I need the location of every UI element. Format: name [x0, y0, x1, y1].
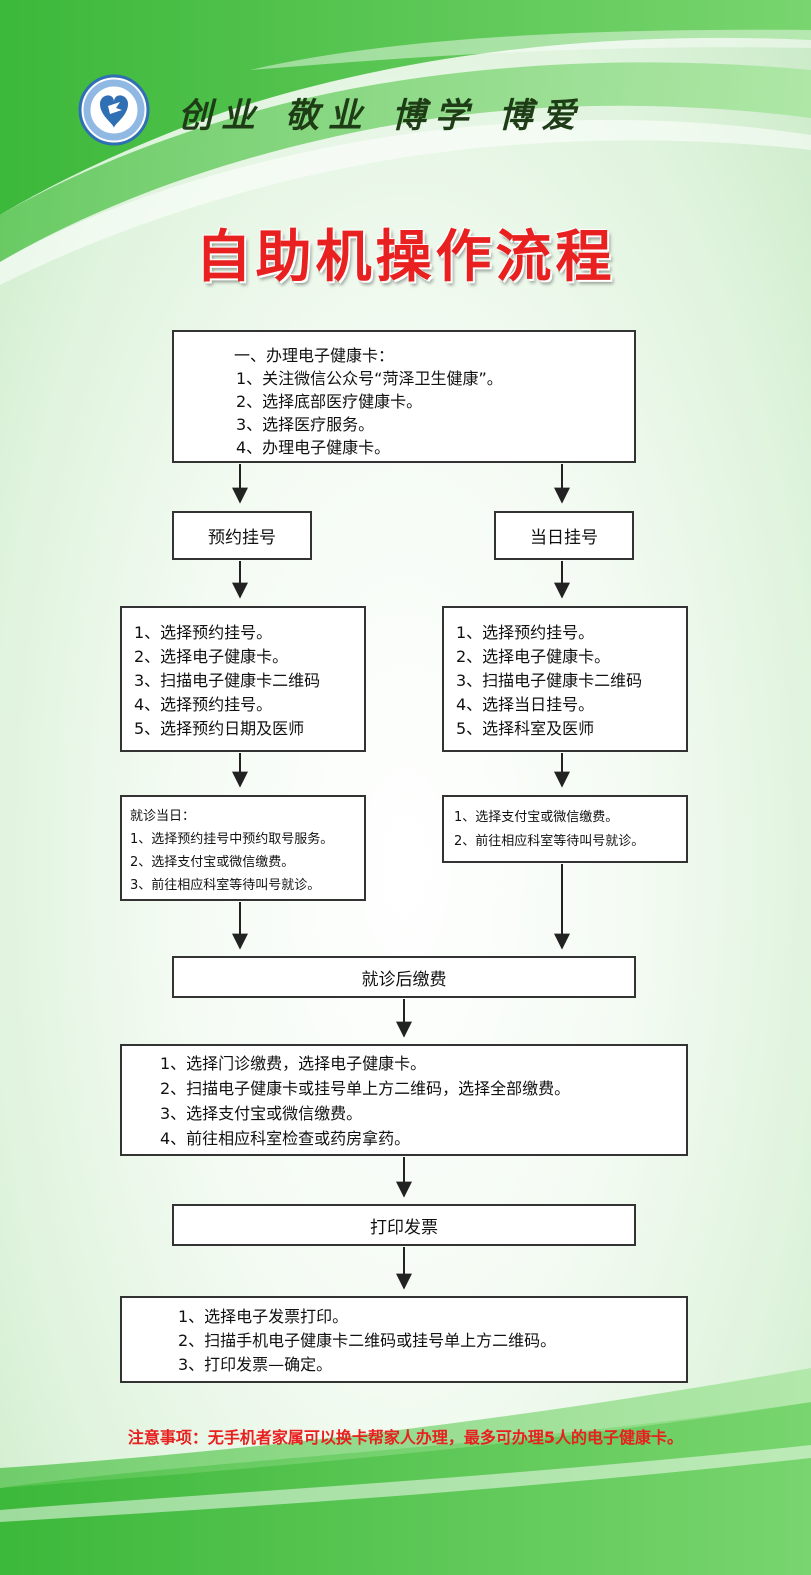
invoice-step: 2、扫描手机电子健康卡二维码或挂号单上方二维码。	[178, 1331, 557, 1350]
visit-day-step: 2、选择支付宝或微信缴费。	[130, 855, 295, 870]
e-health-card-heading: 一、办理电子健康卡：	[234, 346, 395, 365]
post-visit-step: 4、前往相应科室检查或药房拿药。	[160, 1129, 411, 1148]
post-visit-step: 3、选择支付宝或微信缴费。	[160, 1104, 363, 1123]
appointment-registration-label: 预约挂号	[172, 511, 312, 560]
invoice-step: 1、选择电子发票打印。	[178, 1307, 349, 1326]
visit-day-heading: 就诊当日：	[130, 809, 196, 824]
same-day-payment-step: 2、前往相应科室等待叫号就诊。	[454, 834, 645, 849]
visit-day-box: 就诊当日： 1、选择预约挂号中预约取号服务。 2、选择支付宝或微信缴费。 3、前…	[120, 795, 366, 901]
same-day-step: 4、选择当日挂号。	[456, 695, 595, 714]
page-title: 自助机操作流程	[195, 225, 616, 290]
same-day-steps-box: 1、选择预约挂号。 2、选择电子健康卡。 3、扫描电子健康卡二维码 4、选择当日…	[442, 606, 688, 752]
same-day-step: 1、选择预约挂号。	[456, 623, 595, 642]
print-invoice-label: 打印发票	[172, 1204, 636, 1246]
appointment-steps-box: 1、选择预约挂号。 2、选择电子健康卡。 3、扫描电子健康卡二维码 4、选择预约…	[120, 606, 366, 752]
e-health-card-step: 2、选择底部医疗健康卡。	[236, 392, 423, 411]
post-visit-step: 1、选择门诊缴费，选择电子健康卡。	[160, 1054, 427, 1073]
visit-day-step: 3、前往相应科室等待叫号就诊。	[130, 878, 321, 893]
same-day-registration-label: 当日挂号	[494, 511, 634, 560]
e-health-card-step: 1、关注微信公众号“菏泽卫生健康”。	[236, 369, 503, 388]
same-day-step: 5、选择科室及医师	[456, 719, 595, 738]
same-day-step: 3、扫描电子健康卡二维码	[456, 671, 643, 690]
same-day-payment-step: 1、选择支付宝或微信缴费。	[454, 810, 619, 825]
e-health-card-step: 4、办理电子健康卡。	[236, 438, 391, 457]
appointment-step: 3、扫描电子健康卡二维码	[134, 671, 321, 690]
appointment-step: 2、选择电子健康卡。	[134, 647, 289, 666]
same-day-step: 2、选择电子健康卡。	[456, 647, 611, 666]
invoice-step: 3、打印发票—确定。	[178, 1355, 333, 1374]
appointment-step: 4、选择预约挂号。	[134, 695, 273, 714]
post-visit-step: 2、扫描电子健康卡或挂号单上方二维码，选择全部缴费。	[160, 1079, 571, 1098]
post-visit-steps-box: 1、选择门诊缴费，选择电子健康卡。 2、扫描电子健康卡或挂号单上方二维码，选择全…	[120, 1044, 688, 1156]
appointment-step: 5、选择预约日期及医师	[134, 719, 305, 738]
hospital-motto: 创业 敬业 博学 博爱	[178, 96, 585, 136]
post-visit-payment-label: 就诊后缴费	[172, 956, 636, 998]
appointment-step: 1、选择预约挂号。	[134, 623, 273, 642]
e-health-card-box: 一、办理电子健康卡： 1、关注微信公众号“菏泽卫生健康”。 2、选择底部医疗健康…	[172, 330, 636, 463]
visit-day-step: 1、选择预约挂号中预约取号服务。	[130, 832, 334, 847]
hospital-logo	[78, 74, 150, 146]
e-health-card-step: 3、选择医疗服务。	[236, 415, 375, 434]
invoice-steps-box: 1、选择电子发票打印。 2、扫描手机电子健康卡二维码或挂号单上方二维码。 3、打…	[120, 1296, 688, 1383]
notice-text: 注意事项：无手机者家属可以换卡帮家人办理，最多可办理5人的电子健康卡。	[127, 1428, 684, 1447]
same-day-payment-box: 1、选择支付宝或微信缴费。 2、前往相应科室等待叫号就诊。	[442, 795, 688, 863]
